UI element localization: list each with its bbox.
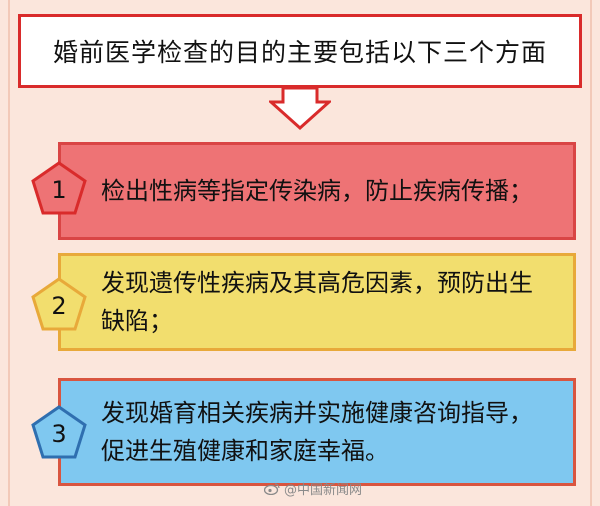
pentagon-icon — [31, 405, 87, 459]
badge-number: 1 — [51, 176, 67, 204]
pentagon-icon — [31, 277, 87, 331]
item-text: 检出性病等指定传染病，防止疾病传播； — [101, 177, 533, 205]
list-item: 检出性病等指定传染病，防止疾病传播； — [58, 142, 576, 240]
watermark: @中国新闻网 — [263, 479, 362, 498]
down-arrow-icon — [269, 86, 331, 130]
number-badge: 2 — [30, 276, 88, 332]
title-box: 婚前医学检查的目的主要包括以下三个方面 — [18, 14, 582, 88]
badge-number: 2 — [51, 292, 67, 320]
weibo-icon — [263, 482, 280, 495]
list-item: 发现婚育相关疾病并实施健康咨询指导，促进生殖健康和家庭幸福。 — [58, 378, 576, 486]
number-badge: 1 — [30, 160, 88, 216]
list-item: 发现遗传性疾病及其高危因素，预防出生缺陷； — [58, 253, 576, 351]
number-badge: 3 — [30, 404, 88, 460]
item-text: 发现婚育相关疾病并实施健康咨询指导，促进生殖健康和家庭幸福。 — [101, 399, 533, 465]
right-border-line — [590, 0, 592, 506]
pentagon-icon — [31, 161, 87, 215]
left-border-line — [8, 0, 10, 506]
item-text: 发现遗传性疾病及其高危因素，预防出生缺陷； — [101, 269, 533, 335]
watermark-text: @中国新闻网 — [283, 483, 362, 498]
page-title: 婚前医学检查的目的主要包括以下三个方面 — [52, 38, 547, 67]
badge-number: 3 — [51, 420, 67, 448]
